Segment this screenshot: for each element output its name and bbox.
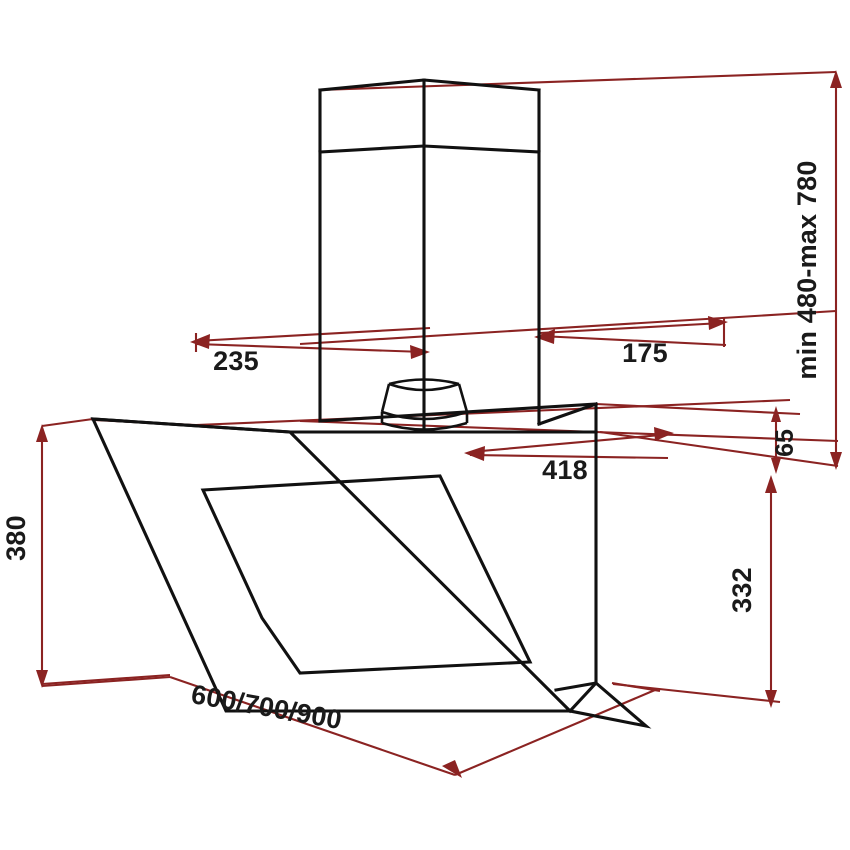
dim-line-175-lower bbox=[539, 334, 727, 347]
projection-hood-top-left bbox=[195, 398, 791, 427]
duct-base-rim bbox=[381, 421, 468, 431]
label-65: 65 bbox=[771, 429, 799, 457]
arrow-65-bottom bbox=[771, 458, 781, 474]
projection-65-upper bbox=[595, 402, 801, 416]
label-175: 175 bbox=[622, 338, 668, 368]
chimney-telescopic-split bbox=[318, 144, 541, 154]
label-chimney-height: min 480-max 780 bbox=[792, 160, 822, 379]
label-380: 380 bbox=[1, 515, 31, 561]
footprint-front-right bbox=[454, 689, 656, 776]
arrow-418-right bbox=[654, 427, 674, 441]
label-332: 332 bbox=[727, 567, 757, 613]
arrow-418-left bbox=[464, 446, 485, 461]
dim-line-235-upper bbox=[195, 326, 431, 343]
arrow-380-bottom bbox=[36, 670, 48, 688]
hood-bottom-right-wedge bbox=[568, 680, 652, 729]
arrow-chimney-height-top bbox=[830, 70, 842, 88]
label-418: 418 bbox=[542, 455, 588, 485]
dimension-labels: 235 175 418 65 min 480-max 780 380 332 6… bbox=[1, 160, 822, 735]
projection-long-upper bbox=[299, 309, 837, 346]
arrow-65-top bbox=[771, 406, 781, 422]
projection-chimney-top bbox=[319, 70, 837, 92]
dim-line-418-lower bbox=[469, 453, 669, 460]
hood-bottom-edge-notch bbox=[554, 681, 598, 692]
dim-line-175-upper bbox=[539, 321, 723, 335]
dim-line-418-upper bbox=[469, 432, 673, 454]
duct-mid-rim bbox=[381, 410, 468, 421]
duct-top-rim-front bbox=[388, 382, 460, 392]
duct-right-taper bbox=[457, 383, 469, 413]
arrow-footprint-front bbox=[442, 760, 462, 778]
duct-left-taper bbox=[380, 383, 391, 413]
footprint-right-link bbox=[611, 681, 661, 693]
ext-380-top bbox=[41, 417, 94, 428]
ext-380-bottom bbox=[41, 673, 171, 686]
label-235: 235 bbox=[213, 346, 259, 376]
arrow-332-bottom bbox=[765, 690, 777, 708]
arrow-chimney-height-bottom bbox=[830, 452, 842, 470]
product-outline bbox=[90, 78, 652, 729]
label-width-options: 600/700/900 bbox=[189, 679, 344, 735]
glass-front-panel bbox=[200, 474, 533, 675]
dim-line-235-lower bbox=[195, 342, 425, 354]
arrow-235-right bbox=[410, 345, 430, 359]
arrow-332-top bbox=[765, 475, 777, 493]
hood-top-rear-right bbox=[537, 402, 598, 426]
arrow-235-left bbox=[190, 334, 210, 349]
duct-top-rim-back bbox=[388, 378, 460, 386]
hood-top-plate bbox=[91, 402, 598, 434]
footprint-left-top bbox=[41, 675, 171, 688]
arrow-380-top bbox=[36, 424, 48, 442]
hood-front-face bbox=[90, 417, 574, 713]
arrow-175-left bbox=[534, 329, 555, 344]
